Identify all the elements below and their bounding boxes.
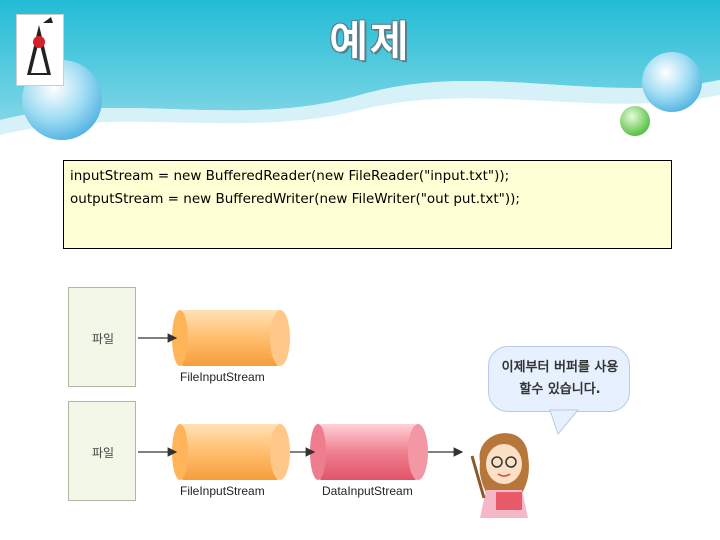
pipe-end-bottom — [270, 424, 290, 480]
file-input-stream-pipe-top — [180, 310, 280, 366]
pipe-end-top — [270, 310, 290, 366]
bubble-decoration-green — [620, 106, 650, 136]
pipe-start-data — [310, 424, 326, 480]
stream-label-bottom: FileInputStream — [180, 484, 265, 498]
file-document-top: 파일 — [68, 287, 136, 387]
file-label-top: 파일 — [91, 332, 115, 346]
code-line-2: outputStream = new BufferedWriter(new Fi… — [70, 191, 520, 207]
teacher-character-icon — [466, 420, 546, 520]
stream-label-data: DataInputStream — [322, 484, 413, 498]
header-wave-graphic — [0, 0, 720, 140]
speech-bubble: 이제부터 버퍼를 사용할수 있습니다. — [488, 346, 630, 412]
slide-title: 예제 — [329, 17, 411, 66]
slide-header: 예제 — [0, 0, 720, 150]
code-line-1: inputStream = new BufferedReader(new Fil… — [70, 168, 510, 184]
pipe-start-bottom — [172, 424, 188, 480]
speech-bubble-text: 이제부터 버퍼를 사용할수 있습니다. — [501, 360, 619, 397]
file-label-bottom: 파일 — [91, 446, 115, 460]
java-duke-icon — [16, 14, 64, 86]
file-input-stream-pipe-bottom — [180, 424, 280, 480]
stream-label-top: FileInputStream — [180, 370, 265, 384]
speech-bubble-tail — [549, 409, 580, 436]
data-input-stream-pipe — [318, 424, 418, 480]
pipe-end-data — [408, 424, 428, 480]
code-example-box: inputStream = new BufferedReader(new Fil… — [63, 160, 672, 249]
bubble-decoration-right — [642, 52, 702, 112]
file-document-bottom: 파일 — [68, 401, 136, 501]
pipe-start-top — [172, 310, 188, 366]
